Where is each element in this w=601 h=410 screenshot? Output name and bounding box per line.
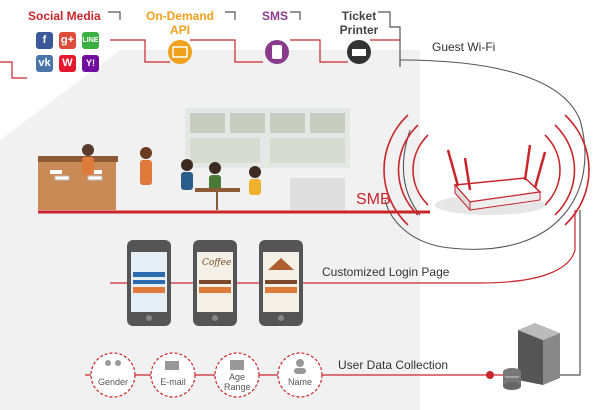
weibo-icon: W	[59, 55, 76, 72]
social-media-title: Social Media	[28, 9, 101, 23]
name-circle-label: Name	[287, 377, 312, 387]
sms-title: SMS	[262, 9, 289, 23]
email-circle-label: E-mail	[160, 377, 186, 387]
yahoo-icon: Y!	[82, 55, 99, 72]
login-page-caption: Customized Login Page	[322, 265, 450, 279]
on-demand-api-title: On-Demand API	[145, 9, 214, 37]
guest-wifi-label: Guest Wi-Fi	[432, 40, 496, 54]
age-range-circle-label: Age Range	[224, 372, 251, 392]
gender-circle-label: Gender	[97, 377, 129, 387]
vk-icon: vk	[36, 55, 53, 72]
ticket-printer-title: Ticket Printer	[339, 9, 379, 37]
facebook-icon: f	[36, 32, 53, 49]
data-collection-caption: User Data Collection	[338, 358, 449, 372]
google-plus-icon: g+	[59, 32, 76, 49]
smb-label: SMB	[356, 191, 391, 208]
coffee-logo: Coffee	[202, 258, 232, 268]
line-icon: LINE	[82, 32, 99, 49]
